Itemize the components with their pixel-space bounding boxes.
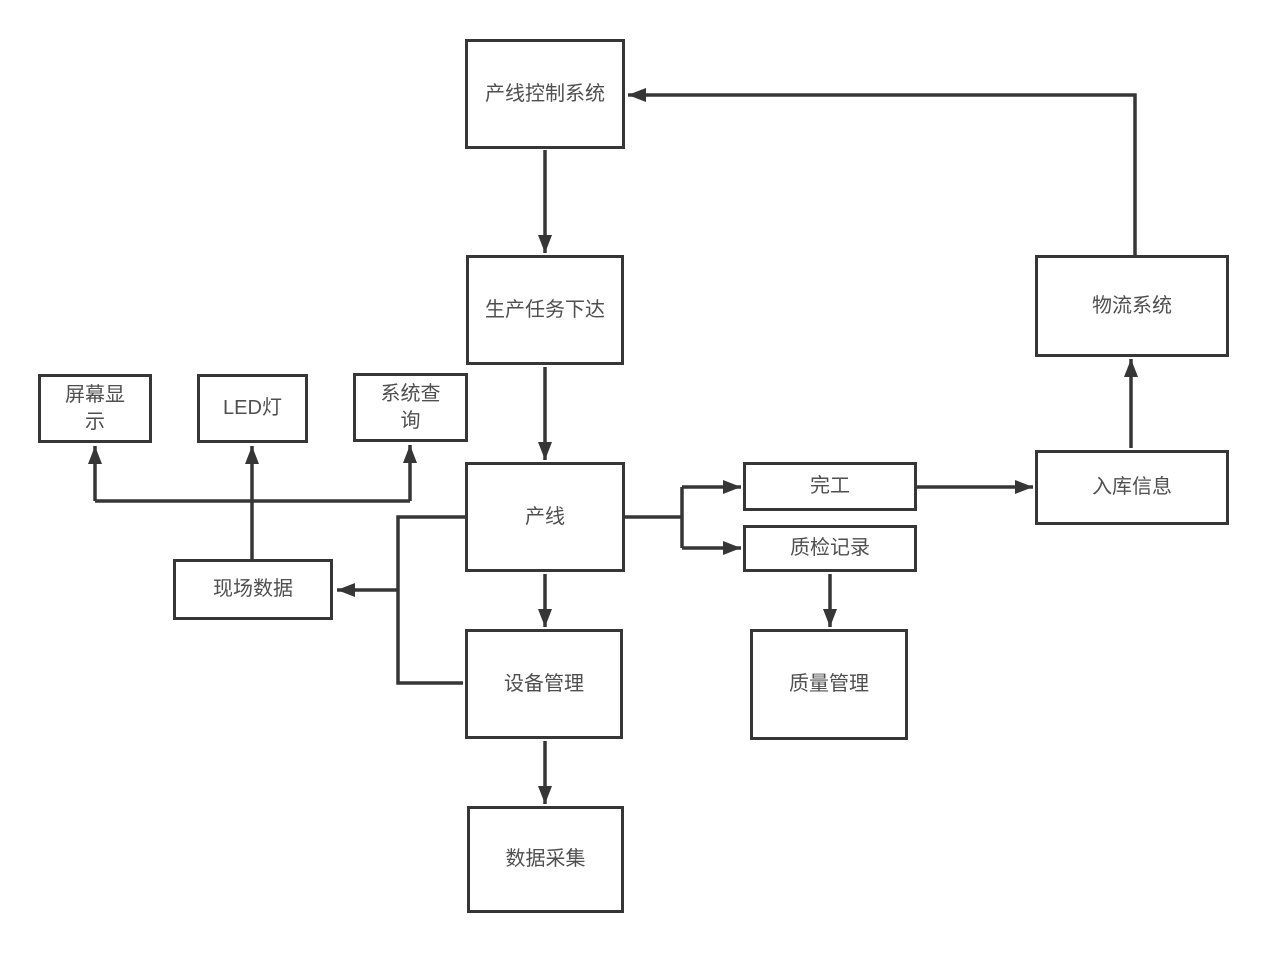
node-system-query: 系统查询 <box>353 373 468 442</box>
node-screen-display: 屏幕显示 <box>38 374 152 443</box>
node-device-management: 设备管理 <box>465 629 623 739</box>
node-label: 设备管理 <box>504 672 584 695</box>
node-label: 生产任务下达 <box>485 298 605 321</box>
node-quality-inspection-record: 质检记录 <box>743 525 917 572</box>
node-label: 产线控制系统 <box>485 82 605 105</box>
node-label: 产线 <box>525 505 565 528</box>
node-label: 物流系统 <box>1092 294 1172 317</box>
edge-logistics-to-line-control <box>628 88 1137 255</box>
node-label: 屏幕显示 <box>65 383 125 433</box>
node-label: 数据采集 <box>505 848 586 870</box>
node-label: 质检记录 <box>790 537 870 559</box>
node-label: 系统查询 <box>380 382 441 432</box>
node-label: 质量管理 <box>789 673 869 695</box>
edge-production-line-device-trunk <box>396 515 465 685</box>
node-label: 完工 <box>810 475 850 497</box>
node-quality-management: 质量管理 <box>750 629 908 740</box>
node-production-line: 产线 <box>465 462 625 572</box>
node-logistics-system: 物流系统 <box>1035 255 1229 357</box>
node-work-complete: 完工 <box>743 462 917 511</box>
node-label: 入库信息 <box>1092 476 1172 498</box>
node-site-data: 现场数据 <box>173 559 333 620</box>
node-label: LED灯 <box>223 397 282 419</box>
node-data-collection: 数据采集 <box>467 806 624 913</box>
node-label: 现场数据 <box>213 578 293 600</box>
node-led-light: LED灯 <box>197 374 308 443</box>
node-inbound-warehouse-info: 入库信息 <box>1035 450 1229 525</box>
node-production-task-issue: 生产任务下达 <box>466 255 624 365</box>
node-production-line-control-system: 产线控制系统 <box>465 39 625 149</box>
